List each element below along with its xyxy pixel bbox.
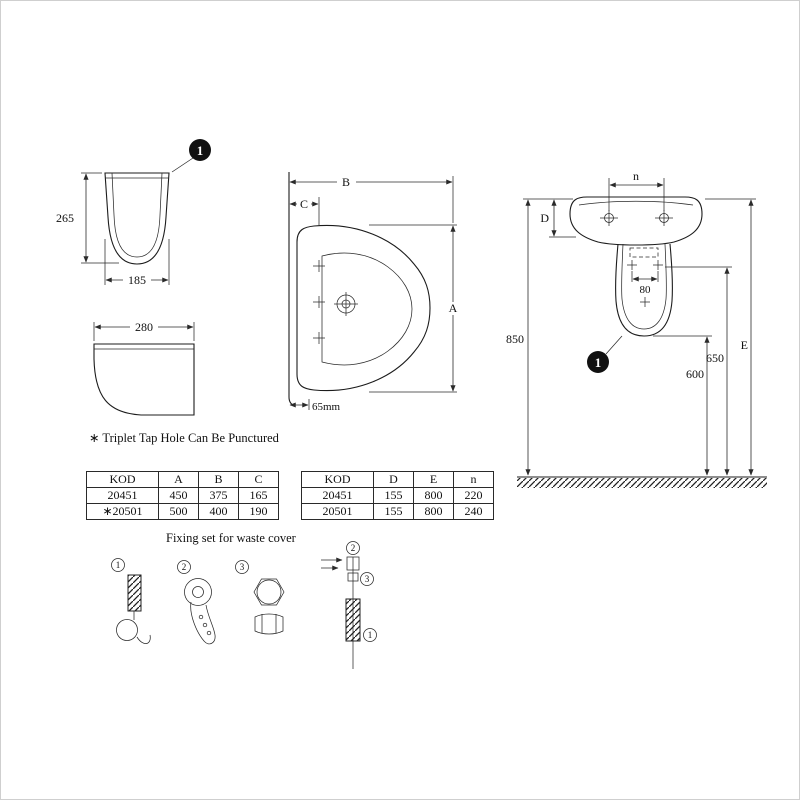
callout-1-front: 1 bbox=[587, 335, 623, 373]
table-header-cell: C bbox=[238, 471, 279, 488]
table-cell: 20451 bbox=[301, 487, 374, 504]
dim-front-d: D bbox=[540, 199, 576, 238]
table-row: 20451 155 800 220 bbox=[301, 487, 494, 504]
front-tap-holes bbox=[600, 210, 673, 226]
callout-1-side: 1 bbox=[171, 139, 211, 173]
dim-plan-c: C bbox=[289, 197, 320, 226]
callout-number: 1 bbox=[197, 143, 204, 158]
table-header-cell: D bbox=[373, 471, 414, 488]
dim-side-width: 185 bbox=[104, 239, 170, 287]
fixing-set: Fixing set for waste cover 1 2 3 bbox=[111, 531, 377, 669]
table-cell: 500 bbox=[158, 503, 199, 520]
dim-b-label: B bbox=[342, 175, 350, 189]
dim-d-label: D bbox=[540, 211, 549, 225]
fixing-item-washer: 2 bbox=[177, 560, 216, 645]
item-number: 2 bbox=[351, 543, 356, 553]
bracket-dashed-outline bbox=[629, 247, 659, 258]
table-header-cell: B bbox=[198, 471, 239, 488]
table-cell: 240 bbox=[453, 503, 494, 520]
spec-table-den: KOD D E n 20451 155 800 220 20501 155 80… bbox=[301, 471, 494, 520]
item-number: 1 bbox=[368, 630, 373, 640]
table-cell: 20451 bbox=[86, 487, 159, 504]
table-header-cell: KOD bbox=[301, 471, 374, 488]
table-row: ∗20501 500 400 190 bbox=[86, 503, 279, 520]
fixing-hole-marks bbox=[627, 260, 663, 307]
dim-front-650: 650 bbox=[665, 266, 732, 476]
tap-hole-note: ∗ Triplet Tap Hole Can Be Punctured bbox=[89, 431, 280, 445]
dim-185-label: 185 bbox=[128, 273, 146, 287]
item-number: 3 bbox=[240, 562, 245, 572]
callout-bullet bbox=[189, 139, 211, 161]
dim-front-600: 600 bbox=[653, 335, 712, 476]
table-cell: 155 bbox=[373, 487, 414, 504]
dim-65mm-label: 65mm bbox=[312, 401, 341, 413]
dim-side-height: 265 bbox=[56, 172, 119, 264]
table-cell: 800 bbox=[413, 487, 454, 504]
table-cell: 800 bbox=[413, 503, 454, 520]
dim-265-label: 265 bbox=[56, 211, 74, 225]
drain-mark bbox=[334, 292, 358, 316]
dim-plan-b: B bbox=[289, 175, 454, 223]
dim-850-label: 850 bbox=[506, 332, 524, 346]
dim-e-label: E bbox=[741, 338, 748, 352]
dim-front-e: E bbox=[705, 198, 756, 476]
table-cell: 400 bbox=[198, 503, 239, 520]
table-header-cell: A bbox=[158, 471, 199, 488]
table-cell: 155 bbox=[373, 503, 414, 520]
dim-plan-a: A bbox=[369, 224, 460, 393]
front-view: 80 n D 850 600 650 bbox=[506, 169, 767, 488]
table-cell: 190 bbox=[238, 503, 279, 520]
dim-n-label: n bbox=[633, 169, 639, 183]
table-row: 20501 155 800 240 bbox=[301, 503, 494, 520]
dim-front-850: 850 bbox=[506, 198, 573, 476]
fixing-item-nut: 3 bbox=[235, 560, 285, 635]
dim-profile-width: 280 bbox=[93, 320, 195, 341]
table-cell: 20501 bbox=[301, 503, 374, 520]
callout-bullet bbox=[587, 351, 609, 373]
dim-fixing-holes: 80 bbox=[631, 271, 659, 296]
table-row: 20451 450 375 165 bbox=[86, 487, 279, 504]
basin-side-profile: 280 bbox=[93, 320, 195, 416]
dim-600-label: 600 bbox=[686, 367, 704, 381]
table-header-cell: n bbox=[453, 471, 494, 488]
callout-number: 1 bbox=[595, 355, 602, 370]
table-cell: ∗20501 bbox=[86, 503, 159, 520]
dim-plan-depth: 65mm bbox=[289, 399, 341, 413]
tap-hole-marks bbox=[313, 260, 325, 344]
table-cell: 165 bbox=[238, 487, 279, 504]
dim-280-label: 280 bbox=[135, 320, 153, 334]
fixing-set-title: Fixing set for waste cover bbox=[166, 531, 297, 545]
item-number: 2 bbox=[182, 562, 187, 572]
plan-view: B C A 65mm bbox=[288, 172, 460, 413]
dim-a-label: A bbox=[449, 301, 458, 315]
dim-80-label: 80 bbox=[640, 284, 652, 296]
dim-650-label: 650 bbox=[706, 351, 724, 365]
fixing-assembly: 2 3 1 bbox=[321, 541, 377, 669]
item-number: 3 bbox=[365, 574, 370, 584]
table-cell: 450 bbox=[158, 487, 199, 504]
dim-c-label: C bbox=[300, 197, 308, 211]
item-number: 1 bbox=[116, 560, 121, 570]
spec-table-abc: KOD A B C 20451 450 375 165 ∗20501 500 4… bbox=[86, 471, 279, 520]
floor-hatching bbox=[517, 478, 767, 488]
table-header-cell: E bbox=[413, 471, 454, 488]
table-cell: 220 bbox=[453, 487, 494, 504]
dim-front-n: n bbox=[608, 169, 665, 211]
fixing-item-screw: 1 bbox=[111, 558, 151, 644]
table-header-cell: KOD bbox=[86, 471, 159, 488]
side-view-half-pedestal: 265 185 1 bbox=[56, 139, 211, 287]
table-cell: 375 bbox=[198, 487, 239, 504]
